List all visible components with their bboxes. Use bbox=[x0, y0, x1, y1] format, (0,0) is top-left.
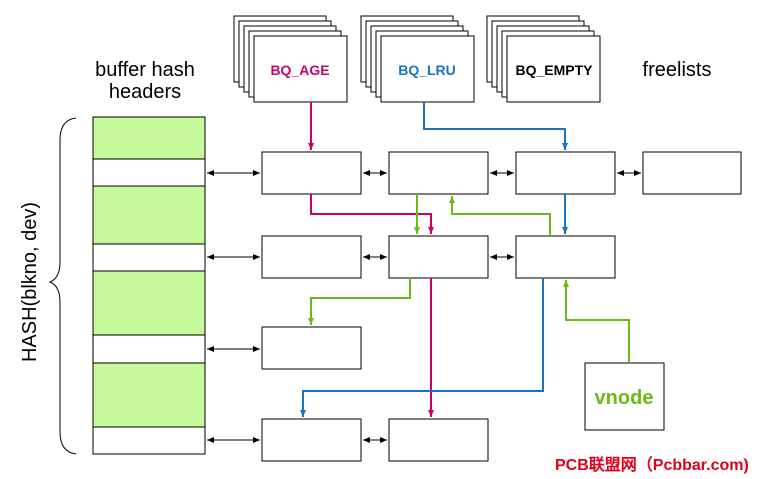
hash-header-0 bbox=[92, 158, 206, 187]
vnode-box bbox=[584, 362, 665, 431]
hash-cell-gap bbox=[92, 362, 206, 428]
buffer-r1-c1 bbox=[388, 235, 489, 279]
buffer-r1-c2 bbox=[515, 235, 616, 279]
vnode-chain bbox=[308, 194, 630, 362]
buffer-r3-c0 bbox=[261, 418, 362, 462]
freelist-bq-empty: BQ_EMPTY bbox=[486, 15, 601, 103]
hash-brace bbox=[48, 117, 77, 455]
header-title-line2: headers bbox=[109, 81, 181, 103]
bq-age-chain bbox=[308, 102, 434, 417]
hash-cell-gap bbox=[92, 116, 206, 160]
freelist-bq-age: BQ_AGE bbox=[233, 15, 348, 103]
hash-chain-links bbox=[207, 170, 641, 443]
hash-header-1 bbox=[92, 243, 206, 272]
freelists-label: freelists bbox=[643, 59, 712, 81]
hash-function-label: HASH(blkno, dev) bbox=[19, 202, 41, 362]
bq-lru-chain bbox=[300, 102, 568, 417]
bq-age-label: BQ_AGE bbox=[270, 62, 329, 78]
buffer-r1-c0 bbox=[261, 235, 362, 279]
buffer-r3-c1 bbox=[388, 418, 489, 462]
hash-header-column bbox=[92, 116, 206, 455]
buffer-r0-c2 bbox=[515, 151, 616, 195]
vnode-label: vnode bbox=[595, 387, 654, 409]
watermark-text: PCB联盟网（Pcbbar.com) bbox=[555, 456, 749, 474]
freelist-bq-lru: BQ_LRU bbox=[360, 15, 475, 103]
header-title-line1: buffer hash bbox=[95, 59, 195, 81]
hash-header-2 bbox=[92, 334, 206, 364]
hash-header-3 bbox=[92, 426, 206, 455]
buffer-r0-c0 bbox=[261, 151, 362, 195]
buffer-grid bbox=[261, 151, 742, 462]
buffer-r0-c1 bbox=[388, 151, 489, 195]
buffer-r2-c0 bbox=[261, 326, 362, 370]
hash-cell-gap bbox=[92, 185, 206, 245]
hash-cell-gap bbox=[92, 270, 206, 336]
bq-empty-label: BQ_EMPTY bbox=[515, 62, 593, 78]
bq-lru-label: BQ_LRU bbox=[398, 62, 456, 78]
buffer-r0-c3 bbox=[642, 151, 742, 195]
